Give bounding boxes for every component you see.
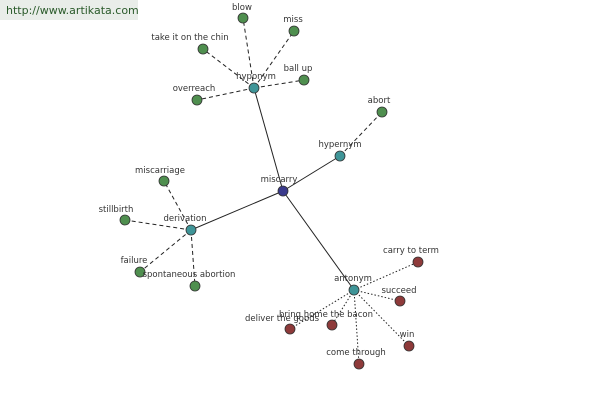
term-node-carry-to-term[interactable] <box>412 256 424 268</box>
term-label-abort: abort <box>368 96 391 106</box>
term-node-abort[interactable] <box>376 106 388 118</box>
term-node-bring-home-the-bacon[interactable] <box>326 319 338 331</box>
edge-hypernym <box>282 155 341 192</box>
relation-node-hyponym[interactable] <box>248 82 260 94</box>
term-node-overreach[interactable] <box>191 94 203 106</box>
edge-hyponym-take-it-on-the-chin <box>202 48 255 89</box>
edge-hyponym-overreach <box>196 87 255 101</box>
edge-derivation-miscarriage <box>163 180 192 231</box>
center-node[interactable] <box>277 185 289 197</box>
term-node-failure[interactable] <box>134 266 146 278</box>
term-node-win[interactable] <box>403 340 415 352</box>
edge-hypernym-abort <box>339 111 383 157</box>
edge-hyponym-blow <box>242 17 255 89</box>
term-label-miss: miss <box>283 15 303 25</box>
term-node-stillbirth[interactable] <box>119 214 131 226</box>
term-label-take-it-on-the-chin: take it on the chin <box>151 33 228 43</box>
term-label-stillbirth: stillbirth <box>99 205 134 215</box>
term-node-miss[interactable] <box>288 25 300 37</box>
edge-hyponym <box>253 87 284 192</box>
node-layer <box>119 12 424 370</box>
edge-antonym <box>282 190 355 291</box>
term-node-miscarriage[interactable] <box>158 175 170 187</box>
term-label-ball-up: ball up <box>284 64 313 74</box>
relation-node-antonym[interactable] <box>348 284 360 296</box>
edge-antonym-win <box>353 289 410 347</box>
term-node-deliver-the-goods[interactable] <box>284 323 296 335</box>
term-label-spontaneous-abortion: spontaneous abortion <box>143 270 236 280</box>
edge-antonym-carry-to-term <box>353 261 419 291</box>
relation-label-antonym: antonym <box>334 274 372 284</box>
term-label-blow: blow <box>232 3 252 13</box>
term-label-win: win <box>400 330 415 340</box>
term-label-overreach: overreach <box>173 84 216 94</box>
relation-label-derivation: derivation <box>163 214 206 224</box>
relation-label-hypernym: hypernym <box>318 140 361 150</box>
term-label-bring-home-the-bacon: bring home the bacon <box>279 310 373 320</box>
term-node-take-it-on-the-chin[interactable] <box>197 43 209 55</box>
term-label-come-through: come through <box>326 348 385 358</box>
term-node-spontaneous-abortion[interactable] <box>189 280 201 292</box>
term-node-blow[interactable] <box>237 12 249 24</box>
edge-derivation-spontaneous-abortion <box>190 229 196 287</box>
watermark-url: http://www.artikata.com <box>6 4 139 17</box>
watermark: http://www.artikata.com <box>0 0 139 20</box>
term-label-deliver-the-goods: deliver the goods <box>245 314 320 324</box>
edge-hyponym-ball-up <box>253 79 305 89</box>
edge-derivation <box>190 190 284 231</box>
term-label-carry-to-term: carry to term <box>383 246 439 256</box>
edge-antonym-succeed <box>353 289 401 302</box>
term-node-succeed[interactable] <box>394 295 406 307</box>
edge-hyponym-miss <box>253 30 295 89</box>
term-label-succeed: succeed <box>381 286 416 296</box>
edge-derivation-failure <box>139 229 192 273</box>
term-node-ball-up[interactable] <box>298 74 310 86</box>
label-layer: blow miss take it on the chin ball up overre… <box>99 3 439 358</box>
term-node-come-through[interactable] <box>353 358 365 370</box>
term-label-miscarriage: miscarriage <box>135 166 185 176</box>
edge-layer <box>124 17 419 365</box>
relation-node-derivation[interactable] <box>185 224 197 236</box>
relation-label-hyponym: hyponym <box>236 72 276 82</box>
center-label: miscarry <box>261 175 298 185</box>
relation-node-hypernym[interactable] <box>334 150 346 162</box>
term-label-failure: failure <box>121 256 148 266</box>
